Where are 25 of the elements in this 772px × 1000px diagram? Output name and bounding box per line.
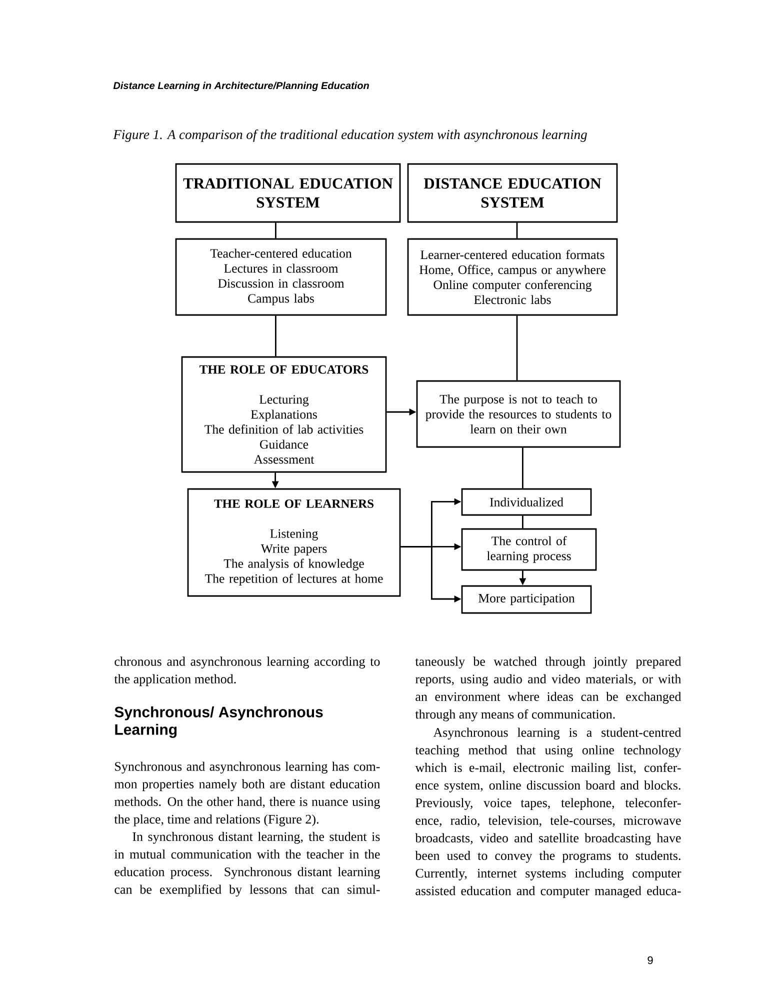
list-box: THE ROLE OF LEARNERS Listening Write papers The analysis of knowledge The repetition of lectures at home [187,488,401,597]
connector-line [275,222,276,238]
title-box: DISTANCE EDUCATION SYSTEM [407,163,618,223]
list-box: Teacher-centered education Lectures in classroom Discussion in classroom Campus labs [175,238,387,316]
list-box: Learner-centered education formats Home, Office, campus or anywhere Online computer conferencing Electronic labs [407,238,618,316]
running-header: Distance Learning in Architecture/Planning Education [113,82,369,92]
paragraph: taneously be watched through jointly prepared reports, using audio and video materials, or with an environment where ideas can be exchanged through any means of communication. [415,656,682,722]
process-box: Individualized [461,488,592,516]
process-box: The control of learning process [461,528,597,571]
connector-line [522,448,524,488]
page-number: 9 [648,956,653,964]
process-box: The purpose is not to teach to provide the resources to students to learn on their own [416,380,621,448]
connector-line [516,316,518,380]
section-heading: Synchronous/ Asynchronous Learning [114,706,323,738]
paragraph: Synchronous and asynchronous learning has com- mon properties namely both are distant education methods. On the other hand, there is nuance using the place, time and relations (Figure 2). [114,762,380,826]
connector-line [275,316,276,356]
title-box: TRADITIONAL EDUCATION SYSTEM [175,163,401,223]
figure-caption: Figure 1. A comparison of the traditional education system with asynchronous learning [113,130,587,142]
paragraph: chronous and asynchronous learning according to the application method. [114,656,380,686]
connector-line [516,222,518,238]
paragraph: Asynchronous learning is a student-centred teaching method that using online technology which is e-mail, electronic mailing list, confer- ence system, online discussion board and blocks. Previously, voice tapes, telephone, teleconfer- ence, radio, television, tele-courses, microwave broadcasts, video and satellite broadcasting have been used to convey the programs to students. Currently, internet systems including computer assisted education and computer managed educa- [415,728,682,898]
process-box: More participation [461,585,592,614]
list-box: THE ROLE OF EDUCATORS Lecturing Explanations The definition of lab activities Guidance Assessment [181,356,387,473]
connector-line [522,516,524,528]
paragraph: In synchronous distant learning, the student is in mutual communication with the teacher in the education process. Synchronous distant learning can be exemplified by lessons that can simul- [114,832,380,897]
